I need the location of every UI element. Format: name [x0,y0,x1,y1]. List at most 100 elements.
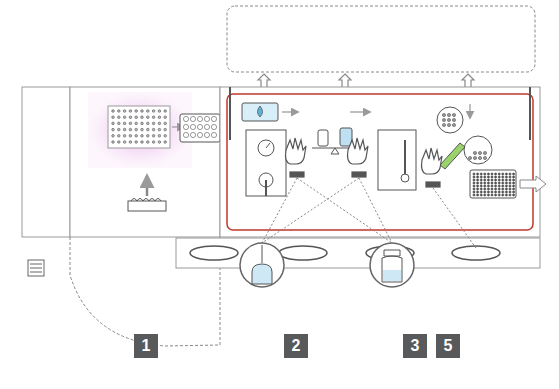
well [118,110,121,113]
well [502,179,504,181]
well [505,179,507,181]
well [505,185,507,187]
well [509,173,511,175]
well [135,128,138,131]
well [447,123,450,126]
well [118,128,121,131]
well [487,179,489,181]
well [480,182,482,184]
well [473,191,475,193]
well [495,173,497,175]
well [158,128,161,131]
well [495,188,497,190]
well [473,188,475,190]
well [505,176,507,178]
well [473,185,475,187]
well [484,182,486,184]
well [478,156,481,159]
well [487,176,489,178]
well [442,123,445,126]
well [135,135,138,138]
well [477,173,479,175]
well [498,194,500,196]
well [495,179,497,181]
well [147,135,150,138]
well [513,173,515,175]
callout-number: 2 [284,334,308,358]
well [152,110,155,113]
well [123,110,126,113]
well [487,188,489,190]
well [123,135,126,138]
well [484,191,486,193]
well [477,188,479,190]
well [498,173,500,175]
well [495,176,497,178]
well [484,173,486,175]
well [135,110,138,113]
well [502,188,504,190]
well [129,110,132,113]
well [513,182,515,184]
well [484,188,486,190]
well [491,182,493,184]
well [473,179,475,181]
well [152,122,155,125]
well [502,185,504,187]
well [197,116,202,121]
well [491,194,493,196]
well [477,182,479,184]
well [112,141,115,144]
well [495,185,497,187]
well [123,128,126,131]
well [190,124,195,129]
well [447,118,450,121]
well [491,173,493,175]
well [487,194,489,196]
well [147,110,150,113]
well [158,122,161,125]
well [509,182,511,184]
well [141,116,144,119]
well [509,185,511,187]
well [141,110,144,113]
well [118,122,121,125]
well [480,191,482,193]
well [477,185,479,187]
well [112,128,115,131]
well [164,135,167,138]
callout-number: 3 [403,334,427,358]
well [112,110,115,113]
well [495,191,497,193]
well [164,116,167,119]
well [135,122,138,125]
well [147,141,150,144]
well [183,124,188,129]
well [152,116,155,119]
well [197,132,202,137]
well [112,135,115,138]
callout-number: 5 [436,334,460,358]
well [498,179,500,181]
well [152,141,155,144]
well [158,141,161,144]
well [141,128,144,131]
well [480,185,482,187]
well [211,132,216,137]
well [491,185,493,187]
well [483,151,486,154]
well [118,141,121,144]
well [158,116,161,119]
well [129,128,132,131]
well [480,188,482,190]
well [118,135,121,138]
well [135,116,138,119]
well [204,116,209,121]
well [491,176,493,178]
well [123,141,126,144]
well [513,176,515,178]
well [452,113,455,116]
well [152,128,155,131]
well [491,188,493,190]
well [204,132,209,137]
